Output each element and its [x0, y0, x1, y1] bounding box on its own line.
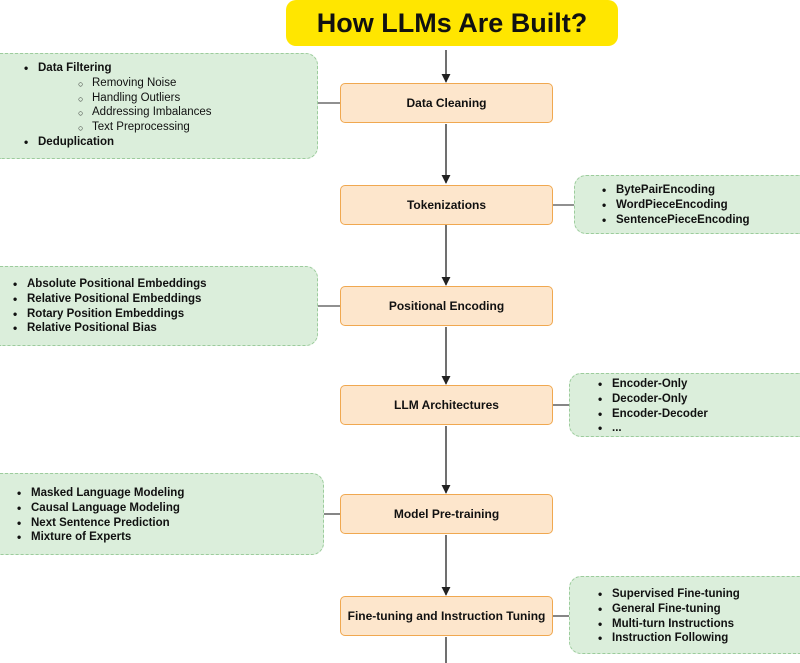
- note-llm-architectures: Encoder-Only Decoder-Only Encoder-Decode…: [569, 373, 800, 437]
- note-fine-tuning: Supervised Fine-tuning General Fine-tuni…: [569, 576, 800, 654]
- note-item: Encoder-Only: [598, 377, 800, 392]
- note-item: Absolute Positional Embeddings: [13, 277, 317, 292]
- note-item: Decoder-Only: [598, 392, 800, 407]
- note-item: WordPieceEncoding: [602, 198, 800, 213]
- note-subitem: Handling Outliers: [38, 91, 317, 107]
- step-data-cleaning[interactable]: Data Cleaning: [340, 83, 553, 123]
- note-subitem: Addressing Imbalances: [38, 105, 317, 121]
- step-llm-architectures[interactable]: LLM Architectures: [340, 385, 553, 425]
- note-item: Next Sentence Prediction: [17, 516, 323, 531]
- note-item: BytePairEncoding: [602, 183, 800, 198]
- step-tokenizations[interactable]: Tokenizations: [340, 185, 553, 225]
- note-item: ...: [598, 421, 800, 436]
- note-item: Encoder-Decoder: [598, 407, 800, 422]
- note-item: Instruction Following: [598, 631, 800, 646]
- note-item: Mixture of Experts: [17, 530, 323, 545]
- note-item: Masked Language Modeling: [17, 486, 323, 501]
- note-item: Deduplication: [24, 135, 317, 150]
- note-item: General Fine-tuning: [598, 602, 800, 617]
- step-fine-tuning[interactable]: Fine-tuning and Instruction Tuning: [340, 596, 553, 636]
- step-positional-encoding[interactable]: Positional Encoding: [340, 286, 553, 326]
- note-item: Rotary Position Embeddings: [13, 307, 317, 322]
- note-item: Multi-turn Instructions: [598, 617, 800, 632]
- note-subitem: Removing Noise: [38, 76, 317, 92]
- step-model-pretraining[interactable]: Model Pre-training: [340, 494, 553, 534]
- note-item: Causal Language Modeling: [17, 501, 323, 516]
- note-data-cleaning: Data Filtering Removing Noise Handling O…: [0, 53, 318, 159]
- note-item: Supervised Fine-tuning: [598, 587, 800, 602]
- note-item: Relative Positional Embeddings: [13, 292, 317, 307]
- note-subitem: Text Preprocessing: [38, 120, 317, 136]
- note-item: Relative Positional Bias: [13, 321, 317, 336]
- note-item: Data Filtering: [24, 61, 317, 76]
- note-positional-encoding: Absolute Positional Embeddings Relative …: [0, 266, 318, 346]
- note-item: SentencePieceEncoding: [602, 213, 800, 228]
- page-title: How LLMs Are Built?: [286, 0, 618, 46]
- note-model-pretraining: Masked Language Modeling Causal Language…: [0, 473, 324, 555]
- note-tokenizations: BytePairEncoding WordPieceEncoding Sente…: [574, 175, 800, 234]
